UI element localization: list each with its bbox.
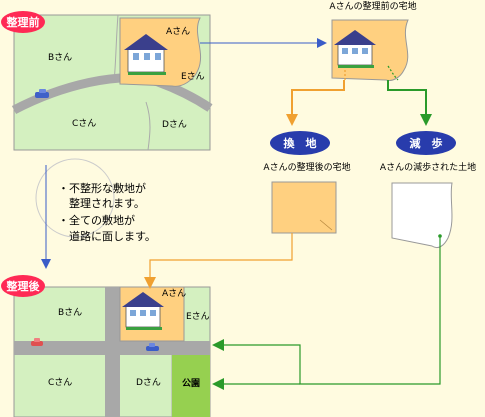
before-badge-label: 整理前: [6, 15, 40, 29]
after-car-blue-icon: [146, 343, 159, 351]
before-plot-b-label: Bさん: [48, 52, 72, 63]
arrow-exchange-to-map: [144, 233, 293, 289]
after-park-label: 公園: [182, 378, 200, 389]
arrow-exchange: [286, 80, 345, 126]
bullet-line-2: 整理されます。: [58, 196, 145, 210]
summary-bubble: ・不整形な敷地が 整理されます。 ・全ての敷地が 道路に面します。: [35, 158, 156, 243]
arrow-reduction: [387, 80, 432, 126]
before-map: Bさん Aさん Eさん Cさん Dさん: [11, 14, 213, 151]
after-road-horizontal: [14, 341, 210, 355]
pill-reduction-label: 減 歩: [410, 136, 443, 150]
before-plot-d-label: Dさん: [162, 119, 187, 130]
after-house-icon: [122, 292, 164, 330]
pill-exchange-label: 換 地: [284, 136, 317, 150]
a-after-lot: [271, 181, 337, 234]
after-plot-a-label: Aさん: [162, 288, 186, 299]
after-badge-label: 整理後: [6, 279, 41, 293]
bullet-line-4: 道路に面します。: [58, 229, 156, 243]
a-reduced-lot: [391, 182, 453, 249]
before-house-icon: [124, 34, 168, 75]
before-plot-e-label: Eさん: [181, 71, 205, 82]
after-car-red-icon: [31, 338, 43, 346]
after-plot-d-label: Dさん: [136, 377, 161, 388]
bullet-line-3: ・全ての敷地が: [58, 213, 135, 227]
after-plot-b-label: Bさん: [58, 307, 82, 318]
before-plot-a-label: Aさん: [166, 26, 190, 37]
before-badge: 整理前: [1, 11, 45, 33]
after-badge: 整理後: [1, 275, 45, 297]
a-before-lot: [331, 19, 409, 81]
pill-reduction: 減 歩: [396, 131, 456, 155]
after-plot-c-label: Cさん: [48, 377, 72, 388]
caption-a-before: Aさんの整理前の宅地: [329, 0, 416, 12]
a-before-house-icon: [334, 30, 376, 68]
caption-a-reduced: Aさんの減歩された土地: [380, 161, 476, 173]
pill-exchange: 換 地: [270, 131, 330, 155]
arrow-reduction-to-road: [212, 236, 441, 385]
caption-a-after: Aさんの整理後の宅地: [263, 161, 350, 173]
before-car-icon: [35, 89, 49, 98]
after-map: Bさん Aさん Eさん Cさん Dさん 公園: [13, 286, 211, 417]
after-plot-e-label: Eさん: [186, 311, 210, 322]
before-plot-c-label: Cさん: [72, 118, 96, 129]
bullet-line-1: ・不整形な敷地が: [58, 181, 146, 195]
